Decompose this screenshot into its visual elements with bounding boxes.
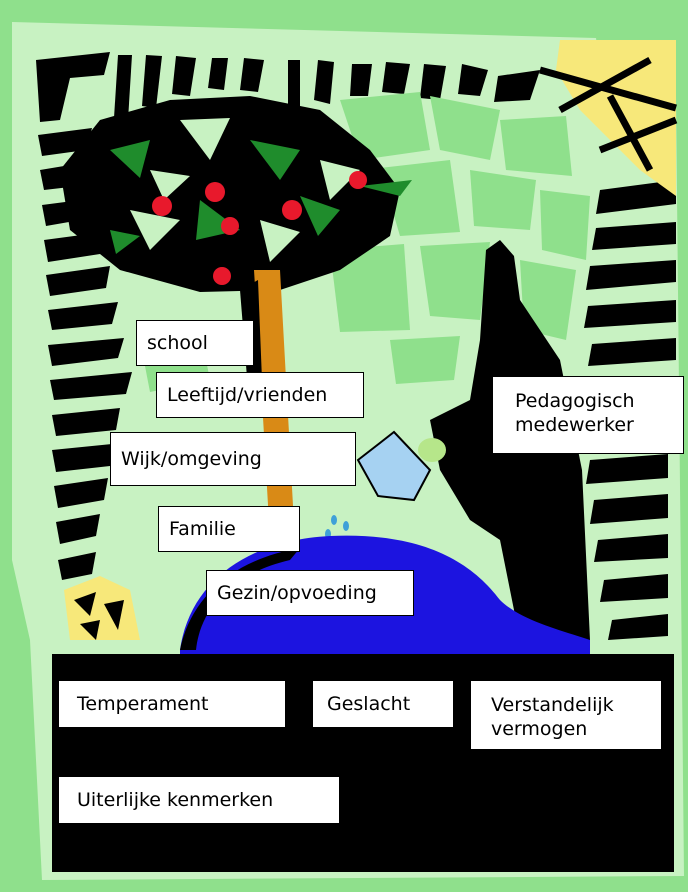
label-pedagogisch-medewerker: Pedagogisch medewerker <box>492 376 684 454</box>
label-gezin-opvoeding: Gezin/opvoeding <box>206 570 414 616</box>
label-geslacht: Geslacht <box>312 680 454 728</box>
label-uiterlijke-kenmerken: Uiterlijke kenmerken <box>58 776 340 824</box>
label-temperament: Temperament <box>58 680 286 728</box>
label-wijk-omgeving: Wijk/omgeving <box>110 432 356 486</box>
label-leeftijd-vrienden: Leeftijd/vrienden <box>156 372 364 418</box>
label-school: school <box>136 320 254 366</box>
label-verstandelijk-vermogen: Verstandelijk vermogen <box>470 680 662 750</box>
hand <box>418 438 446 462</box>
label-familie: Familie <box>158 506 300 552</box>
